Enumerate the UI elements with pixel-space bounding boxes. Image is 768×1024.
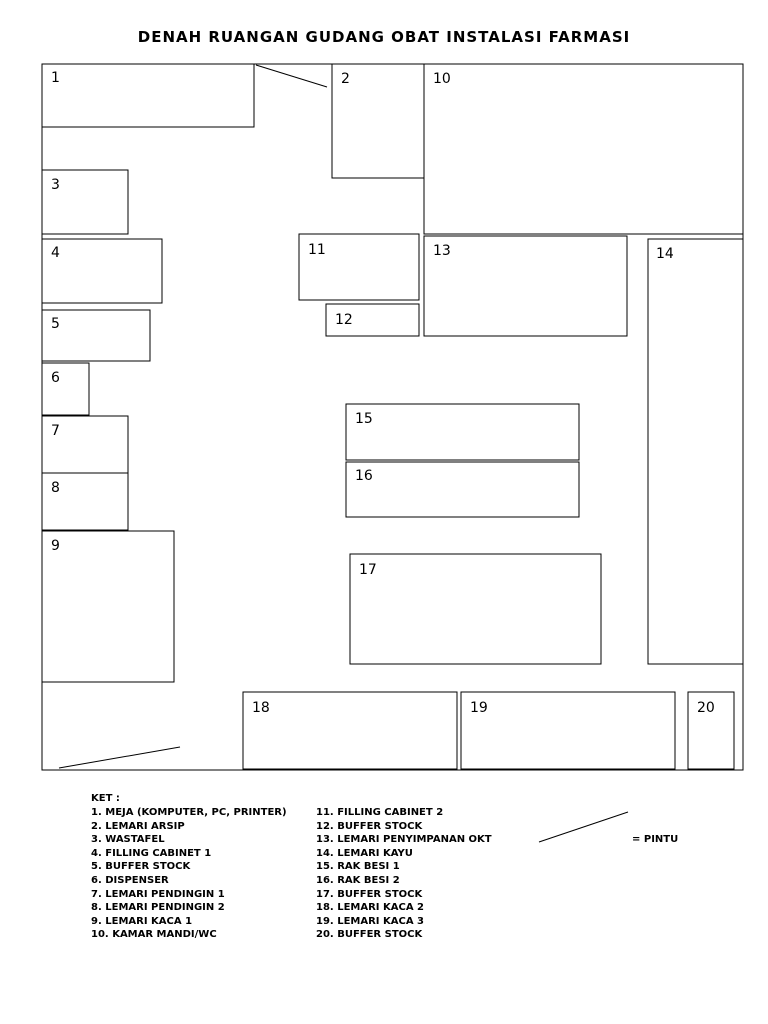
legend-item: 3. WASTAFEL [91,834,165,846]
room-3 [41,169,129,235]
legend-left-column: 1. MEJA (KOMPUTER, PC, PRINTER) 2. LEMAR… [91,806,287,942]
room-number-15: 15 [355,411,373,427]
room-19 [460,691,676,770]
legend-heading: KET : [91,793,120,804]
plan-title: DENAH RUANGAN GUDANG OBAT INSTALASI FARM… [137,28,631,46]
legend-item: 2. LEMARI ARSIP [91,820,185,832]
room-number-13: 13 [433,243,451,259]
room-number-1: 1 [51,70,60,86]
room-18 [242,691,458,770]
door-legend-label: = PINTU [632,834,679,845]
room-20 [687,691,735,770]
room-5 [41,309,151,362]
room-number-4: 4 [51,245,60,261]
door-top [255,64,328,88]
room-14 [647,238,744,665]
legend-item: 20. BUFFER STOCK [316,929,423,941]
room-number-11: 11 [308,242,326,258]
room-number-10: 10 [433,71,451,87]
room-9 [41,530,175,683]
room-1 [41,63,255,128]
door-bottom [58,746,181,769]
room-6 [41,362,90,416]
room-number-2: 2 [341,71,350,87]
legend-item: 6. DISPENSER [91,874,169,886]
legend-item: 13. LEMARI PENYIMPANAN OKT [316,834,492,846]
legend-item: 14. LEMARI KAYU [316,847,413,859]
legend-item: 10. KAMAR MANDI/WC [91,929,217,941]
legend-item: 17. BUFFER STOCK [316,888,423,900]
legend-item: 15. RAK BESI 1 [316,861,400,873]
legend-item: 7. LEMARI PENDINGIN 1 [91,888,225,900]
room-13 [423,235,628,337]
room-16 [345,461,580,518]
legend-item: 18. LEMARI KACA 2 [316,902,424,914]
room-number-20: 20 [697,700,715,716]
room-4 [41,238,163,304]
room-15 [345,403,580,461]
room-number-12: 12 [335,312,353,328]
room-number-14: 14 [656,246,674,262]
room-number-3: 3 [51,177,60,193]
legend-item: 19. LEMARI KACA 3 [316,915,424,927]
room-number-9: 9 [51,538,60,554]
room-number-5: 5 [51,316,60,332]
legend-item: 8. LEMARI PENDINGIN 2 [91,902,225,914]
legend-item: 11. FILLING CABINET 2 [316,807,444,818]
legend-item: 12. BUFFER STOCK [316,820,423,832]
room-8 [41,472,129,531]
room-number-6: 6 [51,370,60,386]
room-11 [298,233,420,301]
room-number-18: 18 [252,700,270,716]
legend-item: 9. LEMARI KACA 1 [91,915,193,927]
legend-item: 5. BUFFER STOCK [91,861,191,873]
room-10 [423,63,744,235]
room-17 [349,553,602,665]
door-legend-symbol [538,811,629,843]
legend-item: 1. MEJA (KOMPUTER, PC, PRINTER) [91,807,287,818]
legend-right-column: 11. FILLING CABINET 2 12. BUFFER STOCK 1… [316,806,492,942]
room-number-19: 19 [470,700,488,716]
room-number-17: 17 [359,562,377,578]
room-number-7: 7 [51,423,60,439]
room-number-8: 8 [51,480,60,496]
legend-item: 16. RAK BESI 2 [316,874,400,886]
room-number-16: 16 [355,468,373,484]
legend-item: 4. FILLING CABINET 1 [91,847,212,859]
room-12 [325,303,420,337]
